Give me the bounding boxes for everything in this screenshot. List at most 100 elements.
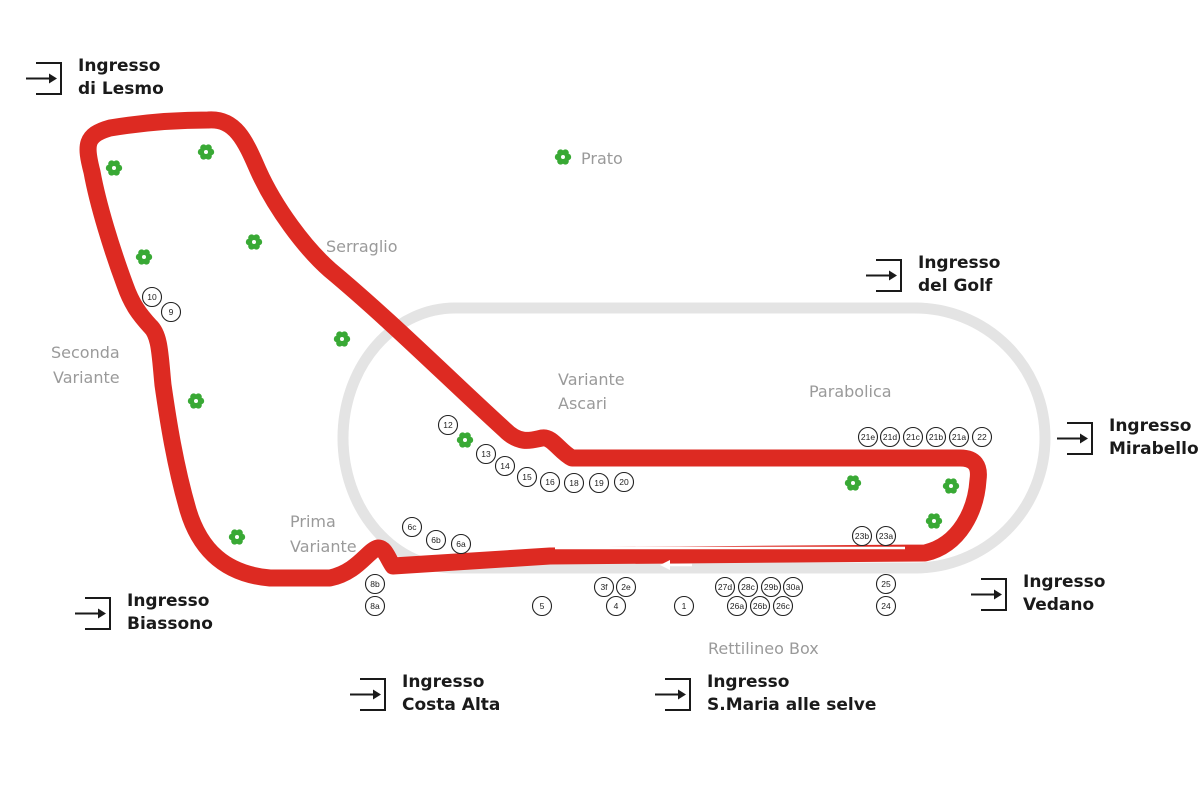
entrance-label-line2: S.Maria alle selve bbox=[707, 695, 876, 715]
grandstand-marker[interactable]: 4 bbox=[605, 595, 627, 617]
grandstand-marker[interactable]: 23b bbox=[851, 525, 873, 547]
grandstand-marker[interactable]: 6a bbox=[450, 533, 472, 555]
grandstand-number: 21e bbox=[861, 432, 875, 442]
tree-icon bbox=[844, 475, 862, 491]
tree-icon bbox=[197, 144, 215, 160]
entrance-label-line1: Ingresso bbox=[127, 591, 209, 611]
grandstand-marker[interactable]: 3f bbox=[593, 576, 615, 598]
grandstand-number: 21a bbox=[952, 432, 966, 442]
grandstand-marker[interactable]: 15 bbox=[516, 466, 538, 488]
tree-icon bbox=[942, 478, 960, 494]
grandstand-marker[interactable]: 18 bbox=[563, 472, 585, 494]
grandstand-marker[interactable]: 26c bbox=[772, 595, 794, 617]
grandstand-number: 26a bbox=[730, 601, 744, 611]
grandstand-marker[interactable]: 5 bbox=[531, 595, 553, 617]
grandstand-number: 21b bbox=[929, 432, 943, 442]
area-label-ascari-2: Ascari bbox=[558, 394, 607, 413]
entrance-label-line1: Ingresso bbox=[918, 253, 1000, 273]
tree-icon bbox=[187, 393, 205, 409]
grandstand-marker[interactable]: 27d bbox=[714, 576, 736, 598]
grandstand-number: 20 bbox=[619, 477, 629, 487]
grandstand-number: 16 bbox=[545, 477, 555, 487]
grandstand-number: 13 bbox=[481, 449, 491, 459]
grandstand-marker[interactable]: 6b bbox=[425, 529, 447, 551]
grandstand-marker[interactable]: 20 bbox=[613, 471, 635, 493]
grandstand-number: 3f bbox=[600, 582, 608, 592]
grandstand-number: 8a bbox=[370, 601, 380, 611]
grandstand-marker[interactable]: 26a bbox=[726, 595, 748, 617]
grandstand-number: 27d bbox=[718, 582, 732, 592]
grandstand-marker[interactable]: 24 bbox=[875, 595, 897, 617]
tree-icon bbox=[135, 249, 153, 265]
direction-arrow-icon bbox=[660, 560, 692, 570]
grandstand-number: 23a bbox=[879, 531, 893, 541]
grandstand-marker[interactable]: 22 bbox=[971, 426, 993, 448]
tree-icon bbox=[456, 432, 474, 448]
grandstand-marker[interactable]: 10 bbox=[141, 286, 163, 308]
grandstand-number: 26b bbox=[753, 601, 767, 611]
entrance-label-line1: Ingresso bbox=[1109, 416, 1191, 436]
entrance-label-line2: Costa Alta bbox=[402, 695, 500, 715]
entrance-arrow-icon bbox=[655, 678, 691, 711]
grandstand-number: 9 bbox=[169, 307, 174, 317]
grandstand-number: 12 bbox=[443, 420, 453, 430]
grandstand-number: 28c bbox=[741, 582, 755, 592]
grandstand-marker[interactable]: 21e bbox=[857, 426, 879, 448]
grandstand-marker[interactable]: 23a bbox=[875, 525, 897, 547]
oval-track bbox=[337, 302, 1051, 574]
grandstand-marker[interactable]: 21d bbox=[879, 426, 901, 448]
area-label-serraglio: Serraglio bbox=[326, 237, 398, 256]
grandstand-marker[interactable]: 1 bbox=[673, 595, 695, 617]
entrance-arrow-icon bbox=[971, 578, 1007, 611]
grandstand-number: 2e bbox=[621, 582, 631, 592]
grandstand-number: 22 bbox=[977, 432, 987, 442]
grandstand-marker[interactable]: 19 bbox=[588, 472, 610, 494]
grandstand-number: 6c bbox=[408, 522, 418, 532]
grandstand-number: 6a bbox=[456, 539, 466, 549]
grandstand-marker[interactable]: 14 bbox=[494, 455, 516, 477]
grandstand-marker[interactable]: 21b bbox=[925, 426, 947, 448]
grandstand-number: 21c bbox=[906, 432, 920, 442]
area-label-prima-1: Prima bbox=[290, 512, 336, 531]
grandstand-marker[interactable]: 8b bbox=[364, 573, 386, 595]
grandstand-marker[interactable]: 25 bbox=[875, 573, 897, 595]
grandstand-number: 19 bbox=[594, 478, 604, 488]
grandstand-marker[interactable]: 29b bbox=[760, 576, 782, 598]
grandstand-marker[interactable]: 13 bbox=[475, 443, 497, 465]
grandstand-number: 8b bbox=[370, 579, 380, 589]
area-label-seconda-2: Variante bbox=[53, 368, 120, 387]
tree-icon bbox=[333, 331, 351, 347]
area-label-seconda-1: Seconda bbox=[51, 343, 120, 362]
grandstand-marker[interactable]: 26b bbox=[749, 595, 771, 617]
grandstand-marker[interactable]: 9 bbox=[160, 301, 182, 323]
grandstand-marker[interactable]: 21c bbox=[902, 426, 924, 448]
area-label-prima-2: Variante bbox=[290, 537, 357, 556]
tree-icon bbox=[554, 149, 572, 165]
grandstand-marker[interactable]: 6c bbox=[401, 516, 423, 538]
trees bbox=[105, 144, 960, 545]
grandstand-number: 14 bbox=[500, 461, 510, 471]
grandstand-marker[interactable]: 21a bbox=[948, 426, 970, 448]
entrance-label-line2: Biassono bbox=[127, 614, 213, 634]
grandstand-number: 29b bbox=[764, 582, 778, 592]
entrance-label-line2: di Lesmo bbox=[78, 79, 164, 99]
grandstand-marker[interactable]: 8a bbox=[364, 595, 386, 617]
grandstand-marker[interactable]: 12 bbox=[437, 414, 459, 436]
grandstand-marker[interactable]: 16 bbox=[539, 471, 561, 493]
grandstand-marker[interactable]: 28c bbox=[737, 576, 759, 598]
entrance-arrow-icon bbox=[75, 597, 111, 630]
grandstand-marker[interactable]: 30a bbox=[782, 576, 804, 598]
entrance-arrow-icon bbox=[866, 259, 902, 292]
entrance-label-line2: Vedano bbox=[1023, 595, 1094, 615]
grandstand-marker[interactable]: 2e bbox=[615, 576, 637, 598]
area-label-parabolica: Parabolica bbox=[809, 382, 892, 401]
tree-icon bbox=[105, 160, 123, 176]
grandstand-number: 23b bbox=[855, 531, 869, 541]
